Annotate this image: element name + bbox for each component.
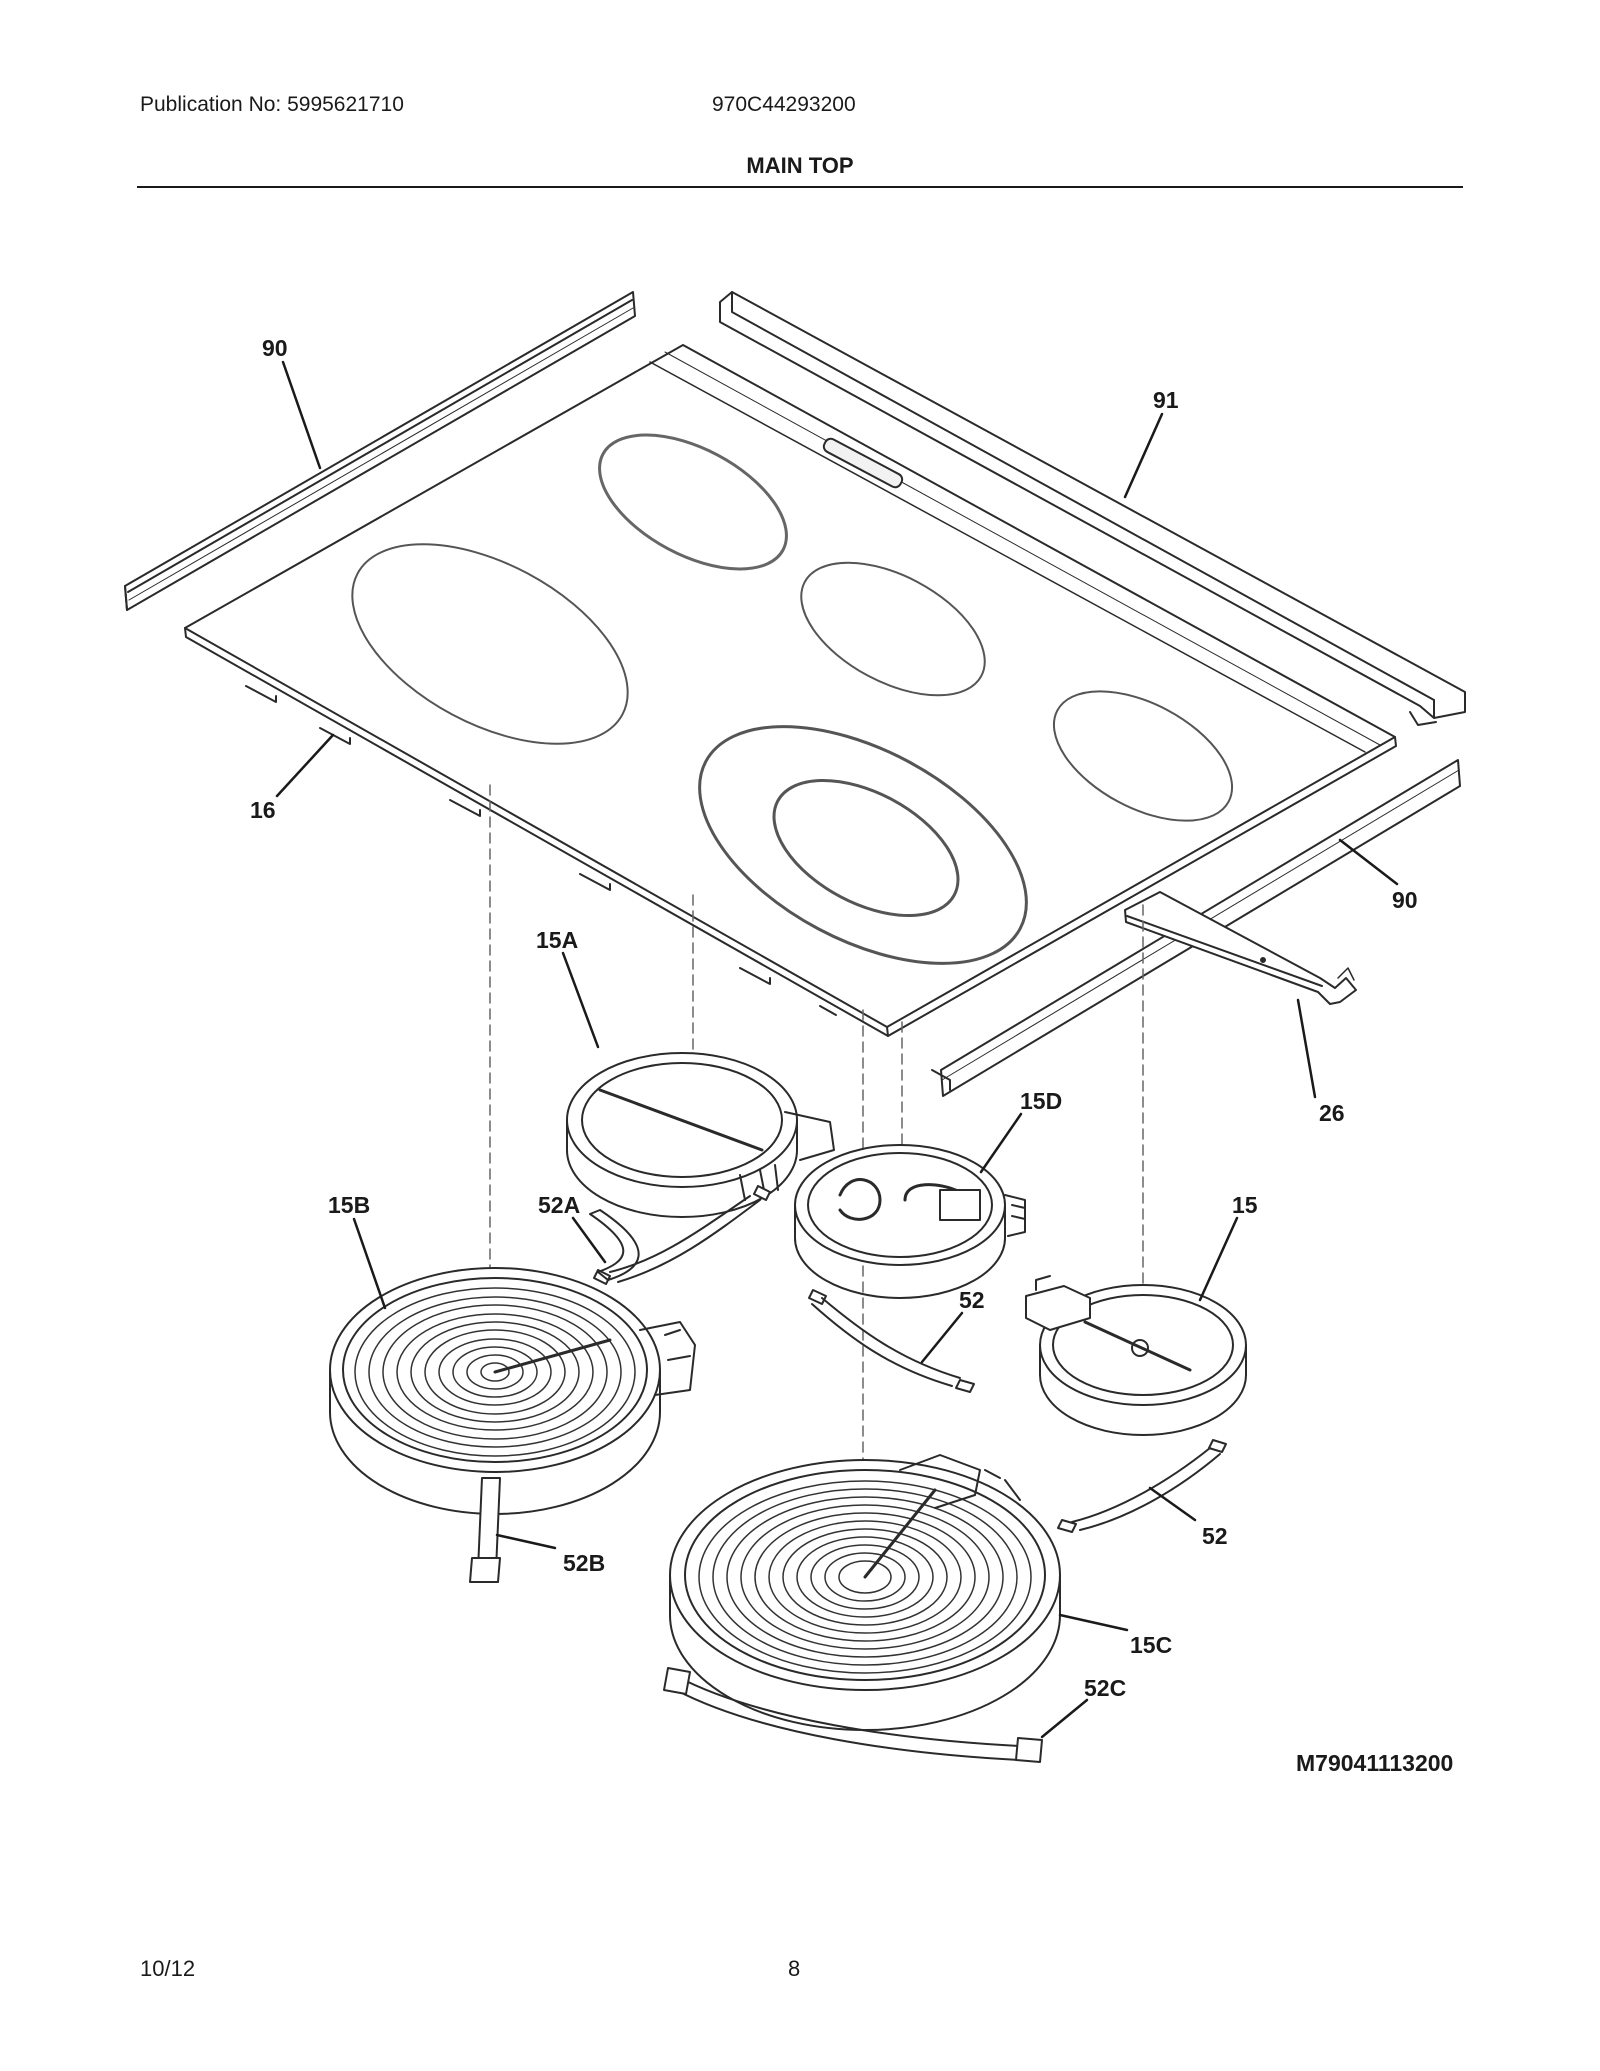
part-15-element bbox=[1025, 1275, 1247, 1436]
part-52C-strap bbox=[663, 1667, 1043, 1763]
callout-26: 26 bbox=[1319, 1100, 1345, 1126]
callout-16: 16 bbox=[250, 797, 276, 823]
callout-90-left: 90 bbox=[262, 335, 288, 361]
callout-52C: 52C bbox=[1084, 1675, 1126, 1701]
part-52A-strap bbox=[589, 1185, 771, 1285]
callout-52B: 52B bbox=[563, 1550, 605, 1576]
callout-15C: 15C bbox=[1130, 1632, 1172, 1658]
part-26-bracket bbox=[931, 891, 1357, 1091]
callout-52A: 52A bbox=[538, 1192, 580, 1218]
part-52-strap-middle bbox=[808, 1289, 975, 1393]
callout-15: 15 bbox=[1232, 1192, 1258, 1218]
part-15B-element bbox=[329, 1267, 696, 1515]
part-16-glass-top bbox=[184, 344, 1397, 1037]
callout-15A: 15A bbox=[536, 927, 578, 953]
callout-52-right: 52 bbox=[1202, 1523, 1228, 1549]
part-15C-element bbox=[669, 1454, 1061, 1731]
model-number: 970C44293200 bbox=[712, 93, 856, 116]
diagram-code: M79041113200 bbox=[1296, 1750, 1453, 1776]
leader-lines bbox=[275, 360, 1399, 1739]
callout-52-middle: 52 bbox=[959, 1287, 985, 1313]
part-15A-element bbox=[566, 1052, 835, 1218]
alignment-lines bbox=[489, 784, 1144, 1521]
part-90-left-trim bbox=[124, 291, 636, 611]
callout-91: 91 bbox=[1153, 387, 1179, 413]
callout-15D: 15D bbox=[1020, 1088, 1062, 1114]
publication-number: Publication No: 5995621710 bbox=[140, 93, 404, 116]
footer-date: 10/12 bbox=[140, 1956, 196, 1981]
part-52-strap-right bbox=[1057, 1439, 1227, 1533]
page-number: 8 bbox=[788, 1956, 801, 1981]
callout-15B: 15B bbox=[328, 1192, 370, 1218]
callout-90-right: 90 bbox=[1392, 887, 1418, 913]
part-91-rear-trim bbox=[719, 291, 1466, 726]
part-15D-element bbox=[794, 1144, 1026, 1299]
page-title: MAIN TOP bbox=[746, 153, 854, 178]
title-rule bbox=[137, 186, 1463, 188]
part-52B-strap bbox=[469, 1477, 501, 1583]
